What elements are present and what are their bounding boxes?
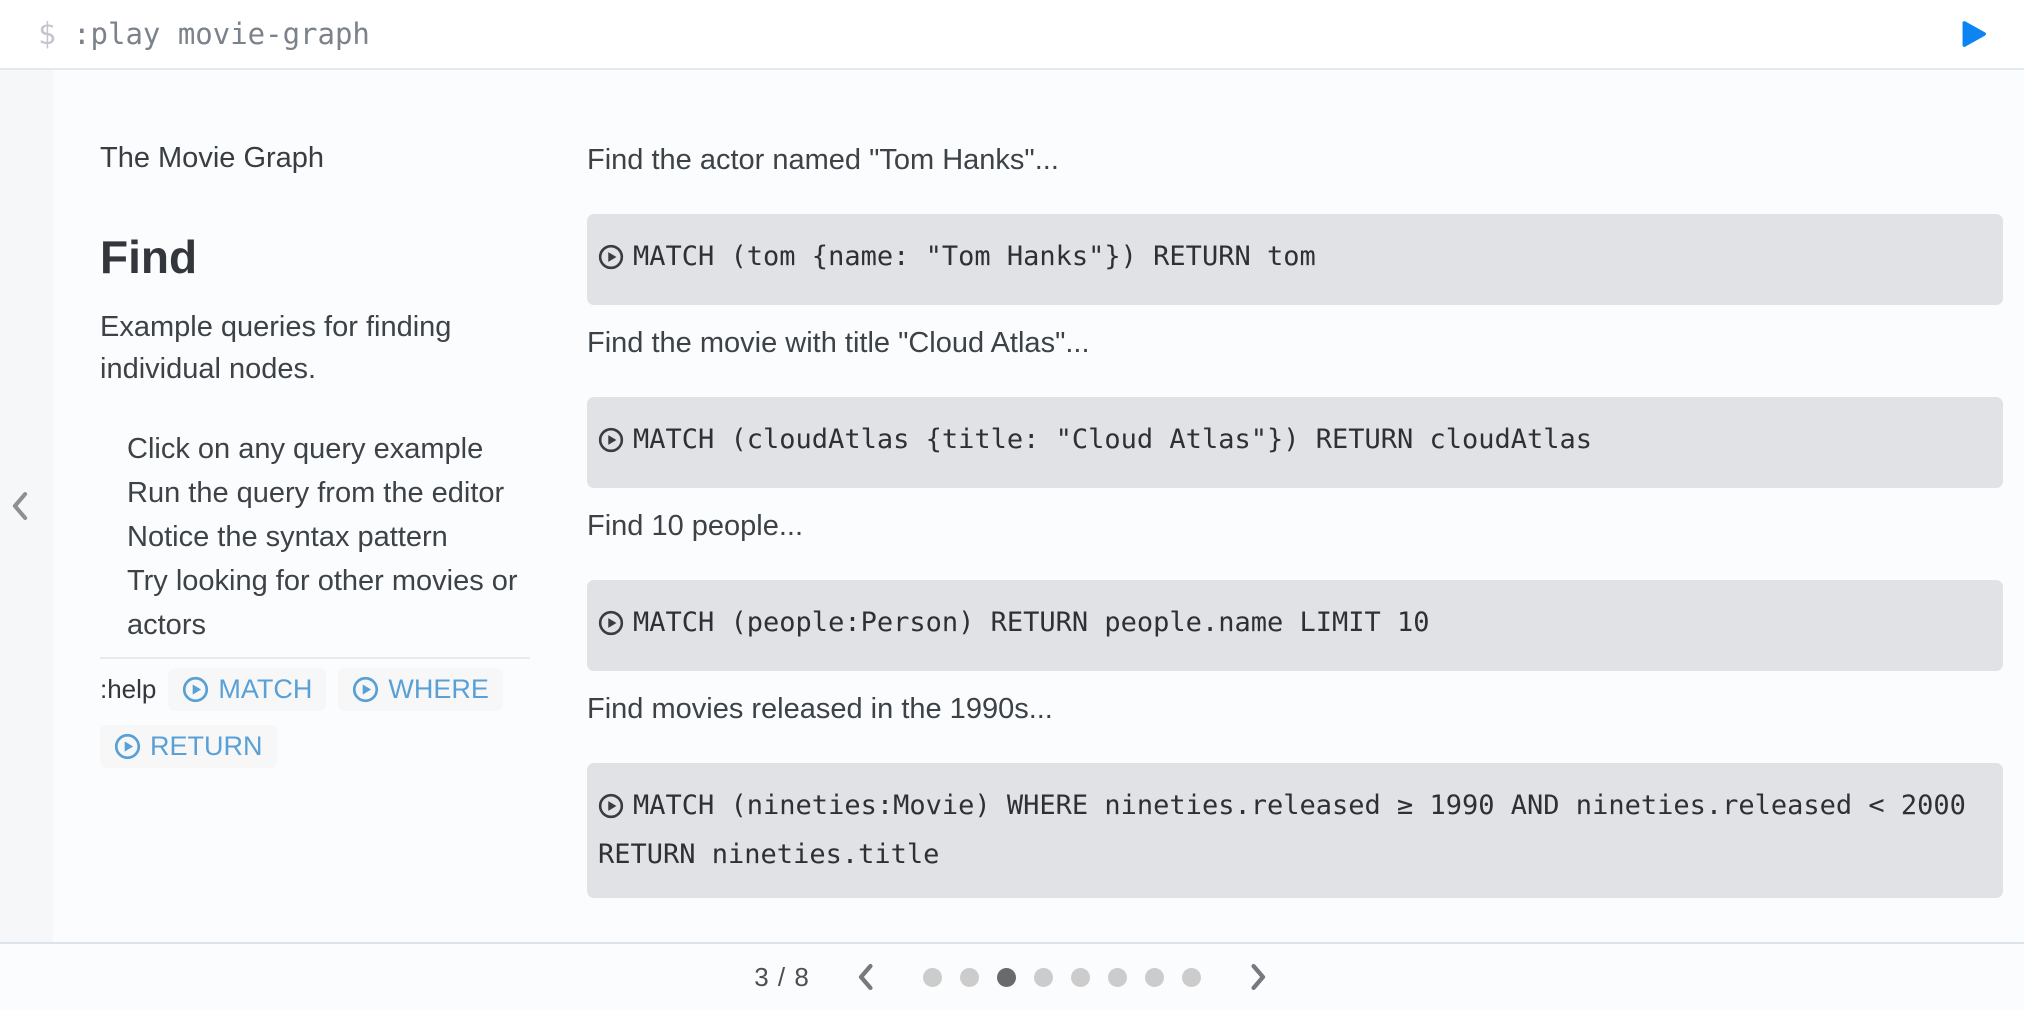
- page-dots: [922, 967, 1201, 987]
- list-item: Run the query from the editor: [127, 477, 505, 509]
- page-dot[interactable]: [922, 967, 942, 987]
- circled-play-icon: [182, 676, 209, 703]
- guide-frame: The Movie Graph Find Example queries for…: [0, 70, 2024, 944]
- divider: [100, 657, 530, 659]
- circled-play-icon: [352, 676, 379, 703]
- example-query-block[interactable]: MATCH (tom {name: "Tom Hanks"}) RETURN t…: [587, 214, 2003, 305]
- list-item: Click on any query example: [127, 433, 484, 465]
- help-label: :help: [100, 674, 157, 704]
- page-dot[interactable]: [1144, 967, 1164, 987]
- help-link-match[interactable]: MATCH: [168, 668, 327, 711]
- page-indicator: 3 / 8: [754, 961, 810, 992]
- list-item: Notice the syntax pattern: [127, 521, 448, 553]
- page-dot[interactable]: [996, 967, 1016, 987]
- example-query-block[interactable]: MATCH (cloudAtlas {title: "Cloud Atlas"}…: [587, 397, 2003, 488]
- page-dot[interactable]: [959, 967, 979, 987]
- guide-sidebar: The Movie Graph Find Example queries for…: [100, 142, 530, 942]
- example-caption: Find 10 people...: [587, 510, 804, 542]
- page-next-button[interactable]: [1245, 963, 1270, 991]
- example-query-block[interactable]: MATCH (people:Person) RETURN people.name…: [587, 580, 2003, 671]
- help-link-where[interactable]: WHERE: [338, 668, 503, 711]
- chevron-left-icon: [854, 963, 879, 991]
- editor-prompt: $: [38, 16, 57, 52]
- play-icon: [1958, 18, 1988, 50]
- editor-command-input[interactable]: :play movie-graph: [73, 17, 370, 51]
- example-query-text: MATCH (tom {name: "Tom Hanks"}) RETURN t…: [633, 241, 1316, 272]
- circled-play-icon: [598, 244, 624, 277]
- example-caption: Find the actor named "Tom Hanks"...: [587, 144, 1059, 176]
- chevron-right-icon: [1245, 963, 1270, 991]
- example-query-text: MATCH (cloudAtlas {title: "Cloud Atlas"}…: [633, 424, 1593, 455]
- circled-play-icon: [598, 793, 624, 826]
- page-dot[interactable]: [1181, 967, 1201, 987]
- help-link-return[interactable]: RETURN: [100, 725, 277, 768]
- page-dot[interactable]: [1107, 967, 1127, 987]
- circled-play-icon: [598, 610, 624, 643]
- help-link-label: RETURN: [150, 731, 263, 761]
- help-links-row: :help MATCH WHERE RETURN: [100, 668, 530, 768]
- page-dot[interactable]: [1070, 967, 1090, 987]
- circled-play-icon: [598, 427, 624, 460]
- guide-description: Example queries for finding individual n…: [100, 311, 452, 385]
- guide-steps: Click on any query example Run the query…: [100, 427, 530, 647]
- editor-bar: $ :play movie-graph: [0, 0, 2024, 70]
- list-item: Try looking for other movies or actors: [127, 565, 518, 641]
- example-query-block[interactable]: MATCH (nineties:Movie) WHERE nineties.re…: [587, 763, 2003, 898]
- example-caption: Find the movie with title "Cloud Atlas".…: [587, 327, 1090, 359]
- guide-examples: Find the actor named "Tom Hanks"... MATC…: [587, 142, 2003, 942]
- guide-slide: The Movie Graph Find Example queries for…: [53, 70, 2024, 942]
- chevron-left-icon: [6, 489, 34, 523]
- help-link-label: WHERE: [388, 674, 489, 704]
- pagination-bar: 3 / 8: [0, 944, 2024, 1010]
- carousel-gutter: [0, 70, 53, 942]
- circled-play-icon: [114, 733, 141, 760]
- example-caption: Find movies released in the 1990s...: [587, 693, 1053, 725]
- example-query-text: MATCH (nineties:Movie) WHERE nineties.re…: [598, 790, 1983, 870]
- carousel-prev-button[interactable]: [6, 489, 34, 523]
- example-query-text: MATCH (people:Person) RETURN people.name…: [633, 607, 1430, 638]
- page-title: Find: [100, 231, 198, 283]
- run-query-button[interactable]: [1958, 18, 1988, 50]
- guide-kicker: The Movie Graph: [100, 142, 325, 174]
- page-prev-button[interactable]: [854, 963, 879, 991]
- help-link-label: MATCH: [218, 674, 313, 704]
- page-dot[interactable]: [1033, 967, 1053, 987]
